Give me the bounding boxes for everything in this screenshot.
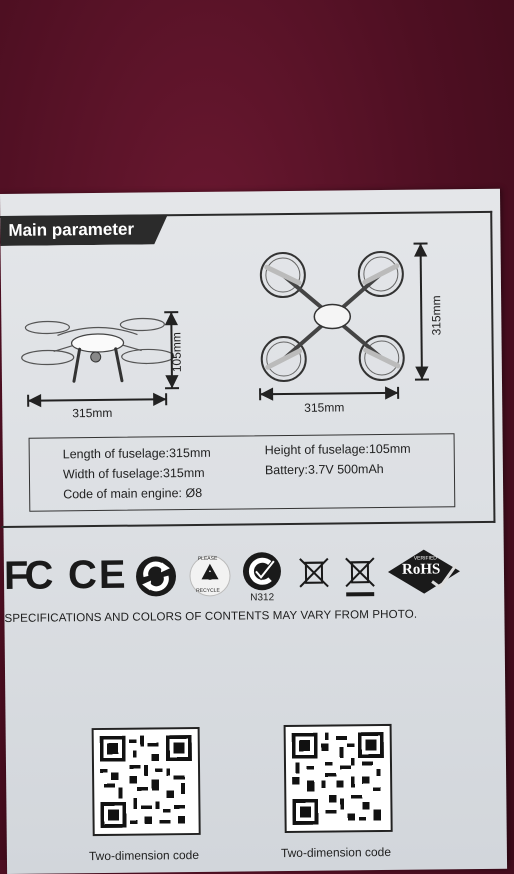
top-width-label: 315mm xyxy=(304,400,344,414)
qr-label-1: Two-dimension code xyxy=(89,848,199,863)
top-width-arrow-icon xyxy=(258,386,400,401)
instruction-sheet: Main parameter 105mm xyxy=(0,189,507,874)
spec-width: Width of fuselage:315mm xyxy=(63,466,205,481)
drone-top-view-icon xyxy=(253,246,414,388)
qr-code-icon xyxy=(100,735,193,828)
spec-height: Height of fuselage:105mm xyxy=(265,442,411,458)
certification-logos: FC CE PLEASE RECYCLE N312 xyxy=(4,547,505,612)
ce-logo-icon: CE xyxy=(68,553,128,599)
rohs-text: RoHS xyxy=(402,561,441,578)
green-dot-icon xyxy=(134,554,178,598)
side-width-label: 315mm xyxy=(72,406,112,420)
weee-bin-icon xyxy=(296,555,332,591)
spec-battery: Battery:3.7V 500mAh xyxy=(265,462,384,477)
section-title: Main parameter xyxy=(0,214,168,246)
qr-label-2: Two-dimension code xyxy=(281,845,391,860)
qr-code-2 xyxy=(284,724,393,833)
qr-code-1 xyxy=(92,727,201,836)
c-tick-code: N312 xyxy=(250,592,274,603)
spec-length: Length of fuselage:315mm xyxy=(63,446,211,462)
weee-bin-bar-icon xyxy=(342,554,378,598)
side-height-label: 105mm xyxy=(169,332,183,372)
fc-logo-icon: FC xyxy=(4,554,50,599)
recycle-top-text: PLEASE xyxy=(198,556,218,562)
drone-side-view-icon xyxy=(17,304,178,396)
top-height-label: 315mm xyxy=(429,295,443,335)
spec-engine: Code of main engine: Ø8 xyxy=(63,486,202,501)
c-tick-icon xyxy=(242,551,282,591)
qr-code-icon xyxy=(292,732,385,825)
recycle-bottom-text: RECYCLE xyxy=(196,588,220,594)
